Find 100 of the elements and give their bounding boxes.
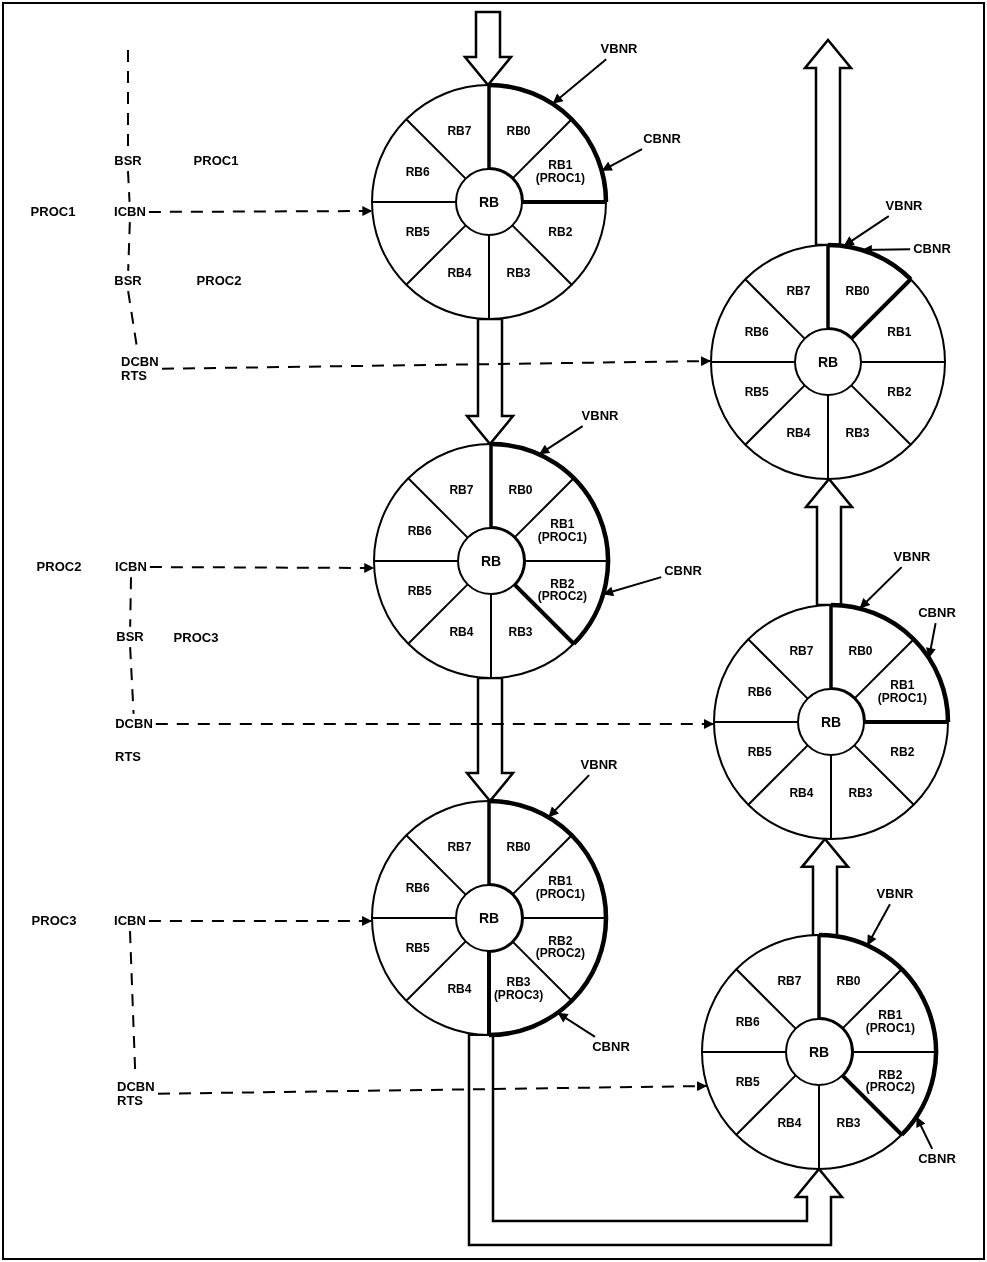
signal-label: ICBN <box>114 204 146 220</box>
dashed-arrow <box>161 356 712 370</box>
process-label: PROC1 <box>193 153 239 169</box>
sector-label: RB3 <box>505 267 532 280</box>
signal-label: ICBN <box>114 913 146 929</box>
sector-label: RB7 <box>776 974 803 987</box>
leader-arrow <box>858 566 903 610</box>
leader-arrow <box>538 425 584 456</box>
process-label: PROC2 <box>196 273 242 289</box>
sector-label: RB4 <box>446 267 473 280</box>
sector-label: RB6 <box>734 1016 761 1029</box>
sector-label: RB3 (PROC3) <box>492 976 545 1002</box>
leader-arrow <box>600 148 644 172</box>
sector-label: RB6 <box>406 525 433 538</box>
sector-label: RB2 (PROC2) <box>864 1068 916 1095</box>
signal-label: BSR <box>114 153 142 169</box>
leader-arrow <box>551 58 608 105</box>
pointer-label: VBNR <box>876 886 914 902</box>
sector-label: RB3 <box>847 787 874 800</box>
sector-label: RB5 <box>734 1075 761 1088</box>
sector-label: RB2 (PROC2) <box>536 577 588 604</box>
sector-label: RB3 <box>844 427 871 440</box>
leader-arrow <box>556 1011 596 1038</box>
leader-arrow <box>547 774 591 819</box>
sector-label: RB2 (PROC2) <box>534 934 586 961</box>
sector-label: RB7 <box>446 840 473 853</box>
signal-label: DCBN <box>115 716 153 732</box>
sector-label: RB2 <box>889 745 916 758</box>
hub-label: RB <box>479 553 503 569</box>
sector-label: RB5 <box>406 584 433 597</box>
signal-label: DCBN RTS <box>117 1079 155 1109</box>
sector-label: RB2 <box>547 225 574 238</box>
hollow-arrow <box>803 477 855 607</box>
sector-label: RB4 <box>788 787 815 800</box>
sector-label: RB1 (PROC1) <box>534 875 586 902</box>
sector-label: RB6 <box>404 882 431 895</box>
sector-label: RB5 <box>743 385 770 398</box>
pointer-label: CBNR <box>918 1151 956 1167</box>
sector-label: RB0 <box>507 483 534 496</box>
pointer-label: VBNR <box>600 41 638 57</box>
sector-label: RB3 <box>507 626 534 639</box>
pointer-label: VBNR <box>885 198 923 214</box>
signal-label: DCBN RTS <box>121 354 159 384</box>
dashed-line <box>129 576 132 628</box>
pointer-label: CBNR <box>918 605 956 621</box>
pointer-label: CBNR <box>913 241 951 257</box>
hollow-arrow <box>802 38 854 247</box>
sector-label: RB0 <box>505 840 532 853</box>
signal-label: BSR <box>116 629 144 645</box>
sector-label: RB4 <box>448 626 475 639</box>
sector-label: RB3 <box>835 1117 862 1130</box>
sector-label: RB1 (PROC1) <box>534 159 586 186</box>
sector-label: RB2 <box>886 385 913 398</box>
leader-arrow <box>866 903 891 947</box>
sector-label: RB7 <box>446 124 473 137</box>
pointer-label: CBNR <box>664 563 702 579</box>
dashed-line <box>127 221 131 272</box>
sector-label: RB7 <box>785 284 812 297</box>
sector-label: RB6 <box>743 326 770 339</box>
pointer-label: VBNR <box>581 408 619 424</box>
hub-label: RB <box>807 1044 831 1060</box>
hollow-arrow <box>467 1033 845 1247</box>
leader-arrow <box>602 576 663 597</box>
sector-label: RB4 <box>446 983 473 996</box>
sector-label: RB4 <box>776 1117 803 1130</box>
process-label: PROC1 <box>30 204 76 220</box>
leader-arrow <box>842 215 890 248</box>
sector-label: RB0 <box>505 124 532 137</box>
sector-label: RB7 <box>448 483 475 496</box>
signal-label: BSR <box>114 273 142 289</box>
pointer-label: CBNR <box>592 1039 630 1055</box>
dashed-line <box>129 646 135 715</box>
sector-label: RB6 <box>404 166 431 179</box>
sector-label: RB0 <box>844 284 871 297</box>
hub-label: RB <box>477 910 501 926</box>
hub-label: RB <box>477 194 501 210</box>
sector-label: RB1 (PROC1) <box>876 679 928 706</box>
sector-label: RB5 <box>746 745 773 758</box>
sector-label: RB1 <box>886 326 913 339</box>
process-label: PROC3 <box>31 913 77 929</box>
process-label: PROC2 <box>36 559 82 575</box>
sector-label: RB6 <box>746 686 773 699</box>
pointer-label: VBNR <box>580 757 618 773</box>
hub-label: RB <box>816 354 840 370</box>
dashed-line <box>127 170 131 203</box>
dashed-arrow <box>154 719 715 729</box>
sector-label: RB5 <box>404 225 431 238</box>
sector-label: RB0 <box>835 974 862 987</box>
hollow-arrow <box>462 10 514 87</box>
sector-label: RB0 <box>847 644 874 657</box>
hub-label: RB <box>819 714 843 730</box>
hollow-arrow <box>464 317 516 446</box>
process-label: PROC3 <box>173 630 219 646</box>
sector-label: RB1 (PROC1) <box>864 1009 916 1036</box>
leader-arrow <box>915 1115 934 1150</box>
sector-label: RB1 (PROC1) <box>536 518 588 545</box>
sector-label: RB4 <box>785 427 812 440</box>
pointer-label: CBNR <box>643 131 681 147</box>
signal-label: RTS <box>115 749 141 765</box>
hollow-arrow <box>464 676 516 803</box>
